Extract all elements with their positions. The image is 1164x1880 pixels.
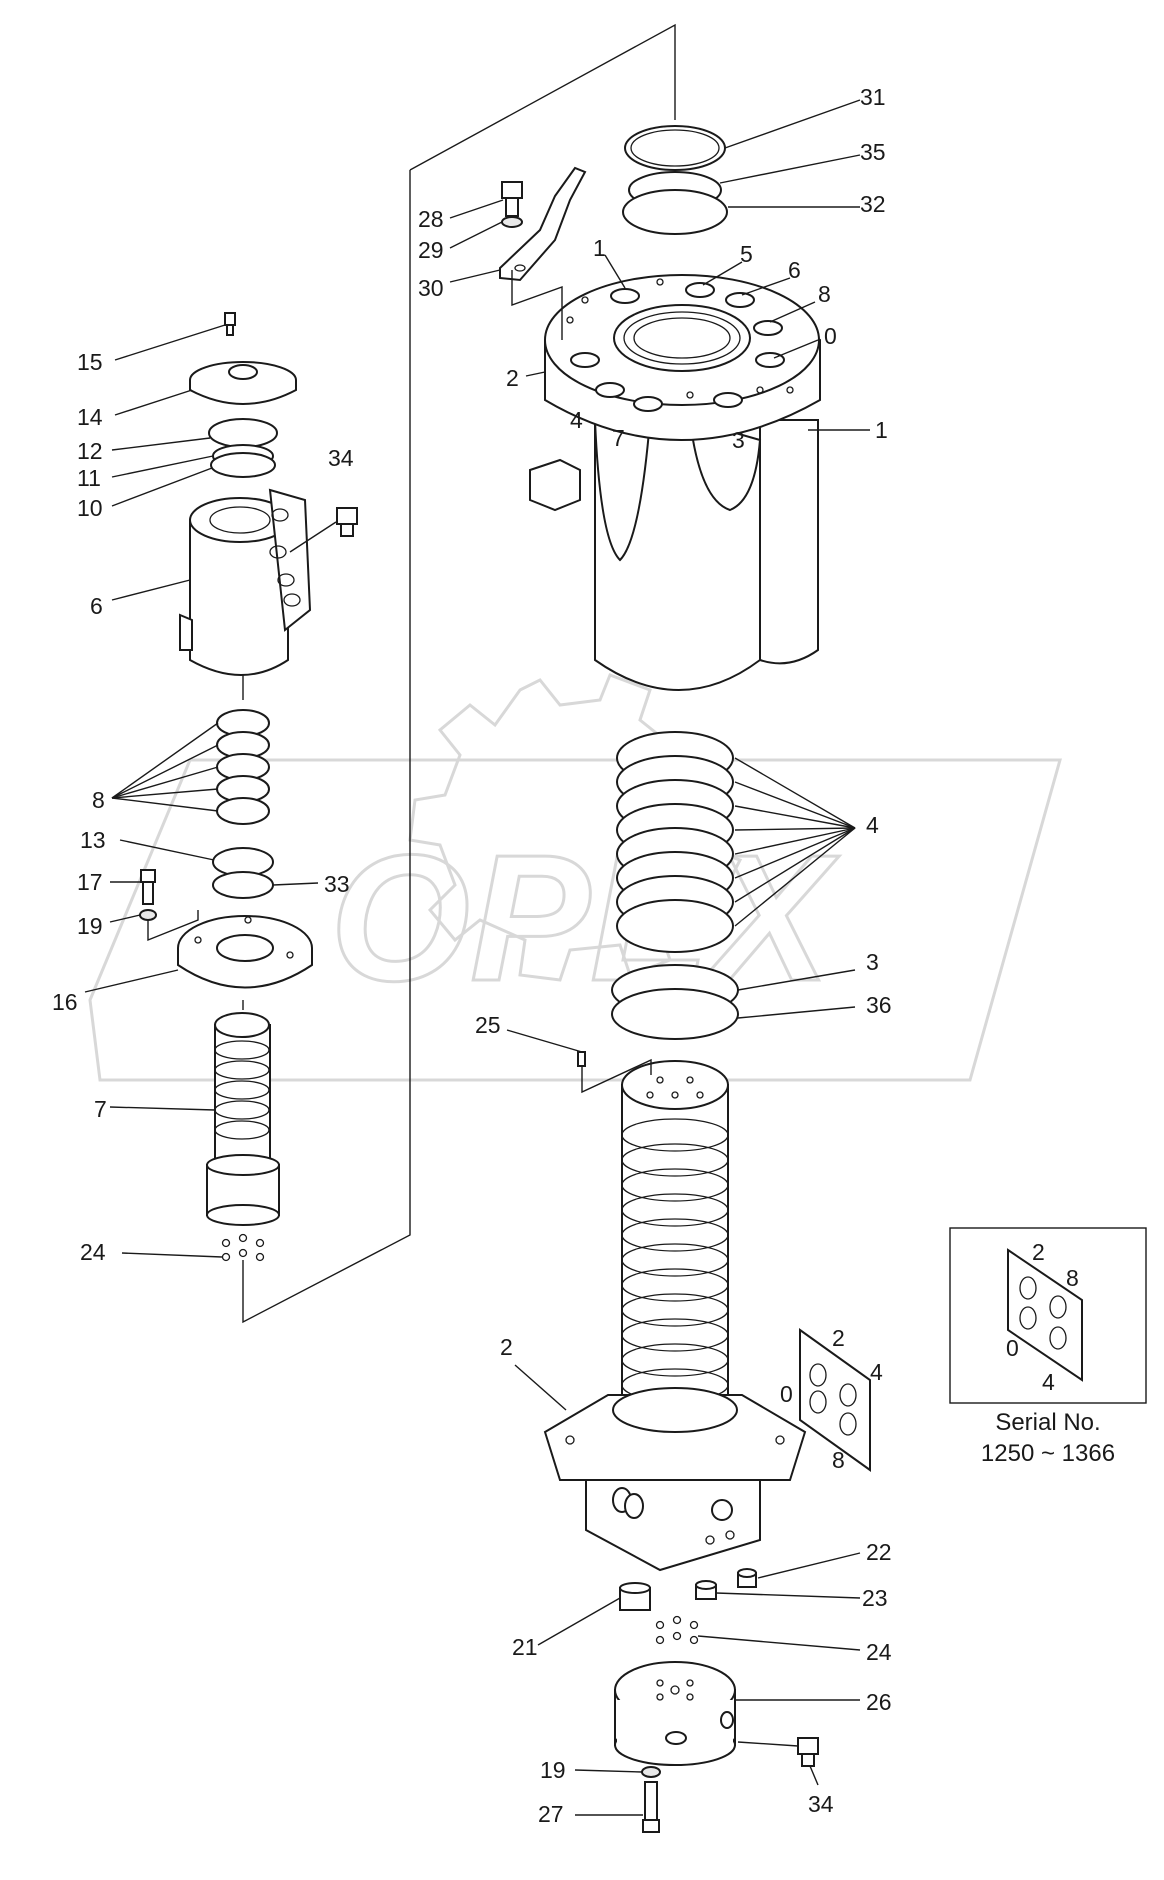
bolt-17 <box>140 869 156 905</box>
ring-12 <box>208 418 278 448</box>
bolt-28 <box>501 181 523 217</box>
callout-27: 27 <box>538 1801 564 1827</box>
bracket-30 <box>499 166 587 282</box>
callout-19-lower: 19 <box>540 1757 566 1783</box>
bolt-34-lower <box>797 1737 819 1767</box>
callout-2-top: 2 <box>506 365 519 391</box>
callout-8-top: 8 <box>818 281 831 307</box>
callout-25: 25 <box>475 1012 501 1038</box>
pin-25 <box>577 1051 586 1067</box>
cover-14 <box>189 361 297 405</box>
ring-10 <box>210 452 276 478</box>
o-ring-stack-8 <box>216 709 270 825</box>
callout-34-left: 34 <box>328 445 354 471</box>
callout-24-lower: 24 <box>866 1639 892 1665</box>
callout-28: 28 <box>418 206 444 232</box>
callout-35: 35 <box>860 139 886 165</box>
ring-36 <box>611 988 739 1040</box>
washer-29 <box>501 216 523 228</box>
port-mark-4: 4 <box>870 1359 883 1385</box>
port-mark-0: 0 <box>780 1381 793 1407</box>
callout-22: 22 <box>866 1539 892 1565</box>
port-pattern-diagram <box>799 1328 871 1472</box>
ring-33 <box>212 871 274 899</box>
callout-7-top: 7 <box>612 425 625 451</box>
ring-32 <box>622 189 728 235</box>
bolt-34-left <box>289 507 358 553</box>
callout-3-right: 3 <box>866 949 879 975</box>
callout-1-body: 1 <box>875 417 888 443</box>
callout-7-left: 7 <box>94 1096 107 1122</box>
inset-port-8: 8 <box>1066 1265 1079 1291</box>
callout-4-right: 4 <box>866 812 879 838</box>
spool-7 <box>206 1012 280 1226</box>
callout-29: 29 <box>418 237 444 263</box>
screw-15 <box>224 312 236 336</box>
callout-21: 21 <box>512 1634 538 1660</box>
callout-3-top: 3 <box>732 427 745 453</box>
port-mark-8: 8 <box>832 1447 845 1473</box>
serial-range: 1250 ~ 1366 <box>981 1440 1115 1467</box>
port-mark-2: 2 <box>832 1325 845 1351</box>
callout-11: 11 <box>77 465 101 491</box>
callout-10: 10 <box>77 495 103 521</box>
seal-ring-31 <box>624 125 726 171</box>
callout-6-top: 6 <box>788 257 801 283</box>
cover-26 <box>614 1661 736 1766</box>
inset-port-0: 0 <box>1006 1335 1019 1361</box>
callout-5: 5 <box>740 241 753 267</box>
callout-15: 15 <box>77 349 103 375</box>
callout-26: 26 <box>866 1689 892 1715</box>
stem-shaft <box>621 1060 729 1416</box>
callout-32: 32 <box>860 191 886 217</box>
o-rings-24-left <box>221 1233 265 1262</box>
callout-0-top: 0 <box>824 323 837 349</box>
washer-19-lower <box>641 1766 661 1778</box>
callout-30: 30 <box>418 275 444 301</box>
bolt-27 <box>642 1781 660 1833</box>
callout-36: 36 <box>866 992 892 1018</box>
callout-17: 17 <box>77 869 103 895</box>
callout-labels: 31 35 32 28 29 30 1 5 6 8 0 2 4 7 3 1 15… <box>52 84 1115 1827</box>
callout-14: 14 <box>77 404 103 430</box>
callout-19-left: 19 <box>77 913 103 939</box>
callout-31: 31 <box>860 84 886 110</box>
swivel-body-1 <box>529 274 821 691</box>
flange-16 <box>177 915 313 989</box>
housing-6 <box>179 488 312 676</box>
callout-6-left: 6 <box>90 593 103 619</box>
plug-21 <box>619 1582 651 1611</box>
callout-23: 23 <box>862 1585 888 1611</box>
callout-13: 13 <box>80 827 106 853</box>
callout-2-flange: 2 <box>500 1334 513 1360</box>
inset-port-4: 4 <box>1042 1369 1055 1395</box>
callout-24-left: 24 <box>80 1239 106 1265</box>
plug-22 <box>737 1568 757 1588</box>
callout-33: 33 <box>324 871 350 897</box>
o-rings-24-lower <box>655 1615 699 1645</box>
leader-lines <box>84 99 870 1816</box>
serial-inset-box <box>949 1227 1147 1404</box>
inset-port-2: 2 <box>1032 1239 1045 1265</box>
callout-8-left: 8 <box>92 787 105 813</box>
o-ring-stack-4 <box>616 731 734 953</box>
callout-16: 16 <box>52 989 78 1015</box>
callout-1-top: 1 <box>593 235 606 261</box>
callout-34-lower: 34 <box>808 1791 834 1817</box>
flange-base-2 <box>543 1387 807 1572</box>
serial-label: Serial No. <box>995 1409 1100 1436</box>
washer-19-left <box>139 909 157 921</box>
callout-12: 12 <box>77 438 103 464</box>
callout-4-top: 4 <box>570 407 583 433</box>
plug-23 <box>695 1580 717 1600</box>
